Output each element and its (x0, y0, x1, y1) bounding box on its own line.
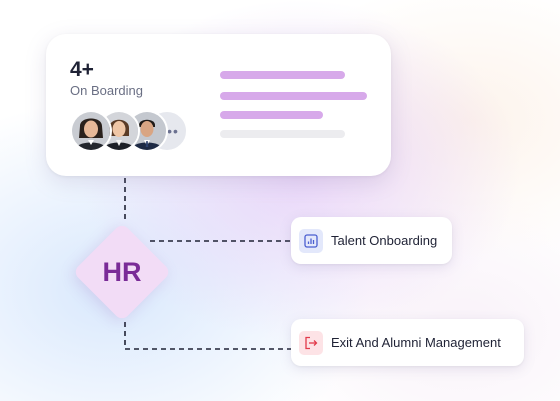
placeholder-bar (220, 130, 345, 138)
onboarding-card: 4+ On Boarding (46, 34, 391, 176)
talent-onboarding-label: Talent Onboarding (331, 233, 438, 248)
talent-onboarding-node[interactable]: Talent Onboarding (291, 217, 452, 264)
stat-value: 4+ (70, 58, 94, 81)
hr-label: HR (102, 256, 142, 287)
exit-alumni-label: Exit And Alumni Management (331, 335, 501, 350)
hr-node[interactable]: HR (69, 219, 175, 325)
stat-label: On Boarding (70, 83, 143, 98)
avatar[interactable] (70, 110, 112, 152)
connector-hr-to-exit (124, 322, 291, 350)
chart-icon (299, 228, 323, 253)
placeholder-bar (220, 71, 345, 79)
exit-icon (299, 330, 323, 355)
placeholder-bar (220, 111, 323, 119)
exit-alumni-node[interactable]: Exit And Alumni Management (291, 319, 524, 366)
placeholder-bar (220, 92, 367, 100)
